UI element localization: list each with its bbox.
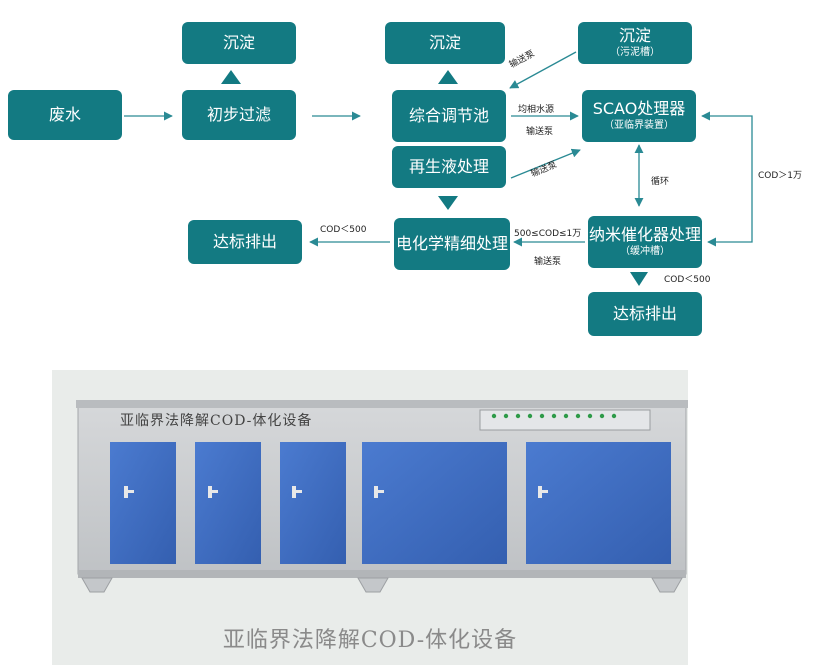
equipment-cabinet-drawing	[76, 400, 688, 593]
sediment-mid-label: 沉淀	[428, 32, 461, 52]
photo-caption: 亚临界法降解COD-体化设备	[222, 628, 518, 653]
discharge-left-box: 达标排出	[188, 220, 302, 264]
cod-low-right-label: COD＜500	[664, 275, 711, 285]
foot-left	[81, 577, 113, 593]
equipment-photo: 亚临界法降解COD-体化设备	[52, 370, 688, 665]
pump-mid-label: 输送泵	[526, 127, 554, 137]
door-2	[195, 442, 261, 564]
pre-filter-label: 初步过滤	[206, 104, 271, 124]
scao-box: SCAO处理器 （亚临界装置）	[582, 90, 696, 142]
circulate-label: 循环	[651, 177, 670, 187]
door-5	[526, 442, 671, 564]
flow-arrows	[124, 51, 753, 286]
cabinet-base	[78, 570, 686, 578]
cod-range-label: 500≤COD≤1万	[514, 229, 582, 239]
pump-bottom-label: 输送泵	[534, 257, 562, 267]
triangle-down-mid	[438, 196, 458, 210]
wastewater-box: 废水	[8, 90, 122, 140]
homogenize-label: 均相水源	[518, 105, 555, 115]
scao-sub: （亚临界装置）	[604, 120, 674, 132]
triangle-down-right	[630, 272, 648, 286]
door-1	[110, 442, 176, 564]
panel-title: 亚临界法降解COD-体化设备	[120, 413, 313, 429]
electro-box: 电化学精细处理	[394, 218, 510, 270]
nano-box: 纳米催化器处理 （缓冲槽）	[588, 216, 702, 268]
arrow-regen-to-scao	[510, 148, 581, 179]
sediment-left-label: 沉淀	[222, 32, 255, 52]
door-handles	[124, 486, 548, 498]
sediment-right-box: 沉淀 （污泥槽）	[578, 22, 692, 64]
foot-right	[651, 577, 683, 593]
arrow-cod-high-loop	[701, 111, 753, 247]
sediment-left-box: 沉淀	[182, 22, 296, 64]
nano-sub: （缓冲槽）	[620, 246, 670, 258]
sediment-mid-box: 沉淀	[385, 22, 505, 64]
door-3	[280, 442, 346, 564]
triangle-up-mid	[438, 70, 458, 84]
cod-low-left-label: COD＜500	[320, 225, 367, 235]
arrow-sediment-to-tank	[509, 51, 577, 89]
regeneration-label: 再生液处理	[408, 156, 489, 176]
regeneration-box: 再生液处理	[392, 146, 506, 188]
sediment-right-title: 沉淀	[618, 26, 651, 46]
equalization-tank-box: 综合调节池	[392, 90, 506, 142]
triangle-up-left	[221, 70, 241, 84]
door-4	[362, 442, 507, 564]
cod-high-label: COD＞1万	[758, 171, 803, 181]
equalization-tank-label: 综合调节池	[408, 105, 489, 125]
discharge-left-label: 达标排出	[212, 231, 277, 251]
sediment-right-sub: （污泥槽）	[610, 47, 660, 59]
scao-title: SCAO处理器	[592, 99, 686, 119]
cabinet-top-rim	[76, 400, 688, 408]
wastewater-label: 废水	[48, 104, 81, 124]
electro-label: 电化学精细处理	[395, 233, 508, 253]
pre-filter-box: 初步过滤	[182, 90, 296, 140]
indicator-lights	[491, 413, 617, 419]
foot-mid	[357, 577, 389, 593]
control-panel	[479, 409, 651, 431]
discharge-right-box: 达标排出	[588, 292, 702, 336]
discharge-right-label: 达标排出	[612, 303, 677, 323]
nano-title: 纳米催化器处理	[588, 225, 701, 245]
